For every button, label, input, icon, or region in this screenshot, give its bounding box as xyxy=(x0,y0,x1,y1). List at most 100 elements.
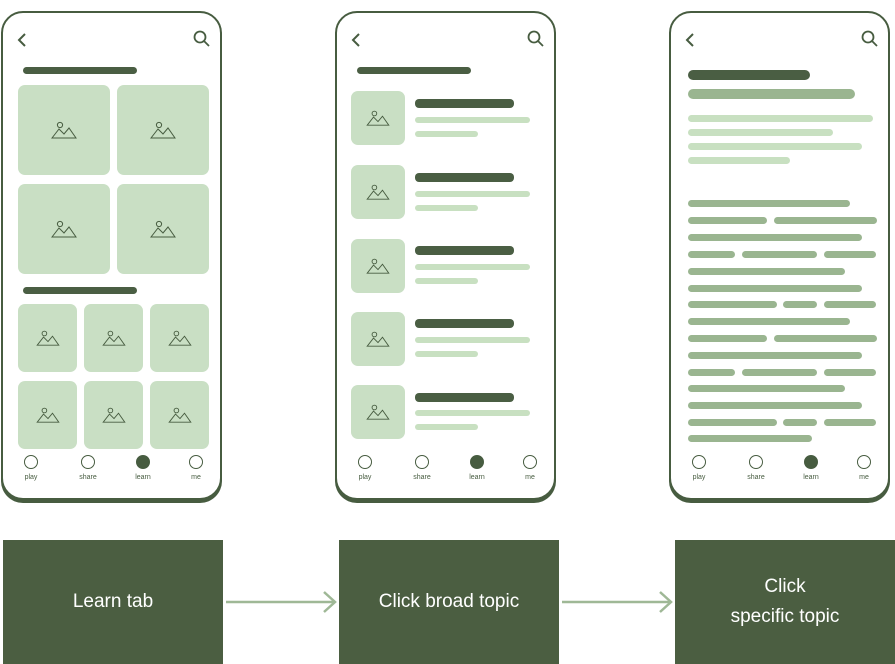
nav-play[interactable]: play xyxy=(679,455,719,481)
list-thumbnail xyxy=(351,239,405,293)
nav-label: play xyxy=(24,474,38,481)
body-line xyxy=(783,419,817,426)
flow-step-learn-tab: Learn tab xyxy=(3,540,223,664)
topic-card-small[interactable] xyxy=(18,304,77,372)
section-heading xyxy=(23,67,137,74)
image-icon xyxy=(167,330,192,346)
search-icon[interactable] xyxy=(193,30,210,47)
search-icon[interactable] xyxy=(861,30,878,47)
flow-step-label-line1: Click xyxy=(764,576,806,597)
list-thumbnail xyxy=(351,385,405,439)
topic-card-small[interactable] xyxy=(84,381,143,449)
share-dot-icon xyxy=(749,455,763,469)
image-icon xyxy=(35,407,60,423)
nav-label: play xyxy=(358,474,372,481)
image-icon xyxy=(167,407,192,423)
article-intro-bar xyxy=(688,143,862,150)
nav-label: learn xyxy=(135,474,151,481)
article-intro-bar xyxy=(688,115,873,122)
phone-specific-topic: play share learn me xyxy=(669,11,890,500)
list-title-bar xyxy=(415,393,514,402)
learn-dot-icon xyxy=(136,455,150,469)
nav-learn[interactable]: learn xyxy=(123,455,163,481)
phone-broad-topic: play share learn me xyxy=(335,11,556,500)
body-line xyxy=(688,318,850,325)
play-dot-icon xyxy=(692,455,706,469)
flow-arrow-icon xyxy=(226,591,337,613)
article-intro-bar xyxy=(688,129,833,136)
back-arrow-icon[interactable] xyxy=(685,33,695,47)
nav-play[interactable]: play xyxy=(11,455,51,481)
body-line xyxy=(688,200,850,207)
nav-me[interactable]: me xyxy=(176,455,216,481)
body-line xyxy=(742,369,817,376)
body-line xyxy=(688,217,767,224)
image-icon xyxy=(150,121,176,139)
nav-label: learn xyxy=(803,474,819,481)
image-icon xyxy=(101,330,126,346)
nav-label: learn xyxy=(469,474,485,481)
list-thumbnail xyxy=(351,165,405,219)
topic-card[interactable] xyxy=(18,184,110,274)
nav-me[interactable]: me xyxy=(844,455,884,481)
nav-share[interactable]: share xyxy=(402,455,442,481)
topic-card-small[interactable] xyxy=(84,304,143,372)
image-icon xyxy=(366,331,390,347)
nav-play[interactable]: play xyxy=(345,455,385,481)
body-line xyxy=(824,419,876,426)
body-line xyxy=(688,251,735,258)
nav-share[interactable]: share xyxy=(736,455,776,481)
image-icon xyxy=(150,220,176,238)
flow-step-broad-topic: Click broad topic xyxy=(339,540,559,664)
list-text-bar xyxy=(415,337,530,343)
nav-learn[interactable]: learn xyxy=(457,455,497,481)
flow-step-label: Learn tab xyxy=(72,591,154,612)
me-dot-icon xyxy=(857,455,871,469)
back-arrow-icon[interactable] xyxy=(17,33,27,47)
nav-label: me xyxy=(191,474,201,481)
image-icon xyxy=(101,407,126,423)
body-line xyxy=(688,285,862,292)
list-title-bar xyxy=(415,319,514,328)
topic-card[interactable] xyxy=(117,184,209,274)
list-text-bar xyxy=(415,264,530,270)
nav-label: me xyxy=(859,474,869,481)
share-dot-icon xyxy=(415,455,429,469)
article-intro-bar xyxy=(688,157,790,164)
topic-card[interactable] xyxy=(18,85,110,175)
body-line xyxy=(688,335,767,342)
nav-me[interactable]: me xyxy=(510,455,550,481)
play-dot-icon xyxy=(24,455,38,469)
nav-label: share xyxy=(79,474,97,481)
section-heading xyxy=(357,67,471,74)
nav-label: share xyxy=(747,474,765,481)
image-icon xyxy=(51,220,77,238)
list-thumbnail xyxy=(351,312,405,366)
list-text-bar xyxy=(415,424,478,430)
list-title-bar xyxy=(415,246,514,255)
body-line xyxy=(688,301,777,308)
topic-card[interactable] xyxy=(117,85,209,175)
learn-dot-icon xyxy=(804,455,818,469)
topic-card-small[interactable] xyxy=(18,381,77,449)
list-text-bar xyxy=(415,117,530,123)
nav-share[interactable]: share xyxy=(68,455,108,481)
body-line xyxy=(824,369,876,376)
image-icon xyxy=(366,404,390,420)
list-thumbnail xyxy=(351,91,405,145)
me-dot-icon xyxy=(523,455,537,469)
flow-step-specific-topic: Click specific topic xyxy=(675,540,895,664)
search-icon[interactable] xyxy=(527,30,544,47)
topic-card-small[interactable] xyxy=(150,381,209,449)
play-dot-icon xyxy=(358,455,372,469)
nav-label: play xyxy=(692,474,706,481)
body-line xyxy=(824,301,876,308)
nav-label: share xyxy=(413,474,431,481)
topic-card-small[interactable] xyxy=(150,304,209,372)
body-line xyxy=(783,301,817,308)
list-text-bar xyxy=(415,131,478,137)
back-arrow-icon[interactable] xyxy=(351,33,361,47)
nav-learn[interactable]: learn xyxy=(791,455,831,481)
phone-learn-tab: play share learn me xyxy=(1,11,222,500)
body-line xyxy=(688,234,862,241)
